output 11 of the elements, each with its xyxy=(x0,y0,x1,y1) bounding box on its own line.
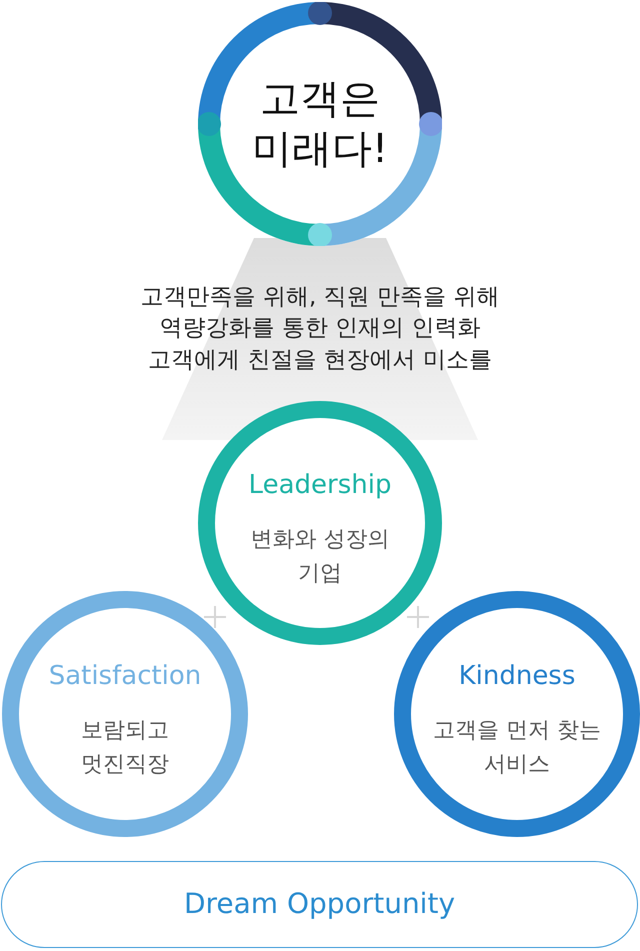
tagline-text: 고객에게 친절을 현장에서 미소를 xyxy=(148,346,492,375)
circle-description: 고객을 먼저 찾는 서비스 xyxy=(432,716,602,779)
banner-text: Dream Opportunity xyxy=(184,886,456,922)
circle-title: Leadership xyxy=(248,469,392,502)
circle-description: 변화와 성장의 기업 xyxy=(250,526,390,588)
circle-description: 보람되고 멋진직장 xyxy=(80,716,170,779)
circle-title: Satisfaction xyxy=(48,660,202,694)
tagline-text: 역량강화를 통한 인재의 인력화 xyxy=(160,314,480,343)
slogan-text: 고객은 미래다! xyxy=(250,75,390,174)
tagline-text: 고객만족을 위해, 직원 만족을 위해 xyxy=(140,283,500,312)
circle-title: Kindness xyxy=(458,660,576,694)
